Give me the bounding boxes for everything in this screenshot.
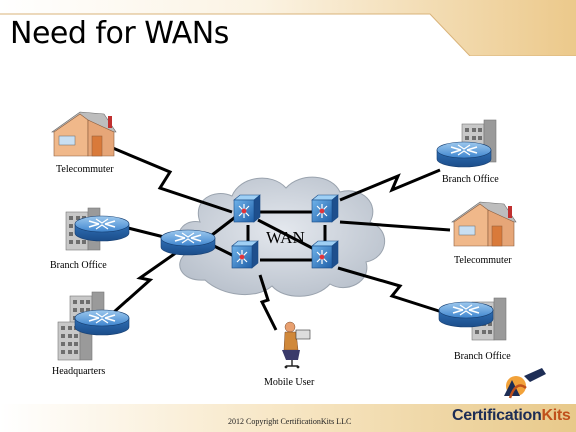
wan-switch-3	[231, 240, 259, 269]
link-branch-top-right	[339, 168, 441, 202]
footer-bar	[0, 404, 576, 432]
link-telecommuter-left	[107, 144, 233, 214]
branch-left-label: Branch Office	[50, 260, 107, 271]
link-switch1-switch4	[257, 218, 317, 252]
telecommuter-left-label: Telecommuter	[56, 164, 114, 175]
branch-top-right-label: Branch Office	[442, 174, 499, 185]
link-telecommuter-right	[339, 220, 451, 232]
brand-name-part1: Certification	[452, 407, 542, 424]
branch-left-router	[74, 215, 130, 242]
link-branch-left	[127, 226, 165, 239]
brand-name: CertificationKits	[452, 407, 571, 425]
telecommuter-left-house-icon	[51, 111, 117, 157]
mobile-user-icon	[282, 321, 311, 369]
branch-bottom-right-label: Branch Office	[454, 351, 511, 362]
slide-title: Need for WANs	[10, 16, 229, 51]
wan-edge-router	[160, 229, 216, 256]
link-branch-bottom-right	[337, 266, 443, 314]
wan-switch-2	[311, 194, 339, 223]
headquarters-label: Headquarters	[52, 366, 106, 377]
telecommuter-right-label: Telecommuter	[454, 255, 512, 266]
link-mobile-user	[258, 274, 278, 331]
copyright-text: 2012 Copyright CertificationKits LLC	[228, 417, 352, 426]
link-headquarters	[113, 248, 181, 314]
wan-cloud-label: WAN	[266, 228, 305, 247]
wan-switch-1	[233, 194, 261, 223]
telecommuter-right-house-icon	[451, 201, 517, 247]
headquarters-router	[74, 309, 130, 336]
title-banner	[0, 0, 576, 56]
link-edge-router-switch1	[211, 213, 239, 237]
mobile-user-label: Mobile User	[264, 377, 315, 388]
certificationkits-logo-icon	[504, 368, 546, 399]
wan-switch-4	[311, 240, 339, 269]
branch-bottom-right-router	[438, 301, 494, 328]
brand-name-part2: Kits	[541, 407, 571, 424]
branch-top-right-router	[436, 141, 492, 168]
